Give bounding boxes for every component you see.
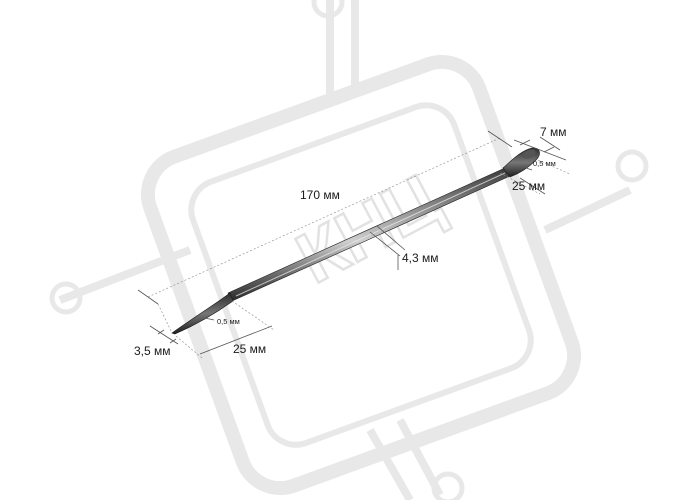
total-length-dimension: 170 мм <box>137 130 513 334</box>
right-tip-thickness-label: 0,5 мм <box>533 159 556 168</box>
left-tip-length-label: 25 мм <box>233 342 266 356</box>
left-tip-thickness-label: 0,5 мм <box>217 317 240 326</box>
watermark-text: КНЦ <box>284 158 453 299</box>
spudger-tool <box>171 147 540 335</box>
watermark-logo: КНЦ <box>49 0 649 500</box>
left-tip-dimensions: 3,5 мм 25 мм 0,5 мм <box>134 300 275 359</box>
total-length-label: 170 мм <box>300 188 340 202</box>
shaft-diameter-dimension: 4,3 мм <box>369 225 439 270</box>
shaft-diameter-label: 4,3 мм <box>402 251 439 265</box>
left-tip <box>171 292 234 335</box>
right-tip-length-label: 25 мм <box>512 179 545 193</box>
left-tip-width-label: 3,5 мм <box>134 344 171 358</box>
right-tip-width-label: 7 мм <box>540 125 567 139</box>
right-tip-dimensions: 7 мм 0,5 мм 25 мм <box>499 125 571 195</box>
